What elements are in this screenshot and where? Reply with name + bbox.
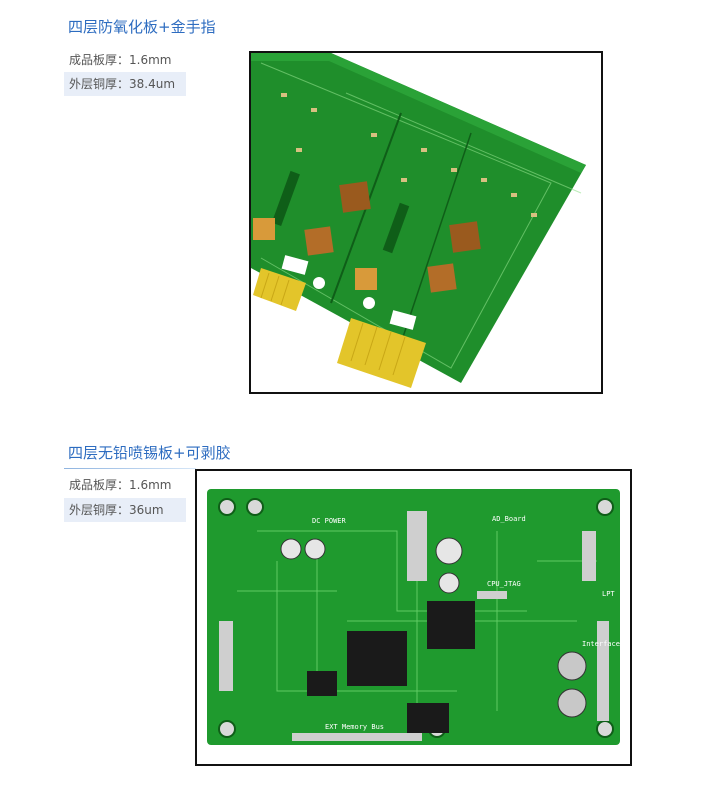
spec-label: 成品板厚： — [69, 53, 130, 67]
pcb-hasl-board-photo-icon: DC POWER CPU_JTAG AD_Board EXT Memory Bu… — [197, 471, 630, 764]
silk-interface: Interface — [582, 640, 620, 648]
spec-copper-thickness: 外层铜厚：36um — [64, 498, 186, 522]
spec-value: 36um — [129, 503, 164, 517]
section-title: 四层无铅喷锡板+可剥胶 — [68, 444, 231, 462]
silk-ad-board: AD_Board — [492, 515, 526, 523]
silk-lpt: LPT — [602, 590, 615, 598]
spec-value: 1.6mm — [129, 53, 172, 67]
spec-copper-thickness: 外层铜厚：38.4um — [64, 72, 186, 96]
spec-board-thickness: 成品板厚：1.6mm — [64, 473, 186, 497]
silk-dc-power: DC POWER — [312, 517, 347, 525]
pcb-gold-finger-photo-icon — [251, 53, 601, 392]
silk-cpu-jtag: CPU_JTAG — [487, 580, 521, 588]
pcb-photo: DC POWER CPU_JTAG AD_Board EXT Memory Bu… — [195, 469, 632, 766]
silk-memory-bus: EXT Memory Bus — [325, 723, 384, 731]
section-title: 四层防氧化板+金手指 — [68, 18, 216, 36]
title-underline — [64, 468, 196, 469]
spec-label: 外层铜厚： — [69, 503, 130, 517]
spec-label: 成品板厚： — [69, 478, 130, 492]
product-section-1: 四层防氧化板+金手指 成品板厚：1.6mm 外层铜厚：38.4um — [64, 18, 603, 394]
product-section-2: 四层无铅喷锡板+可剥胶 成品板厚：1.6mm 外层铜厚：36um — [0, 420, 703, 800]
spec-label: 外层铜厚： — [69, 77, 130, 91]
spec-value: 38.4um — [129, 77, 176, 91]
spec-value: 1.6mm — [129, 478, 172, 492]
pcb-photo — [249, 51, 603, 394]
spec-board-thickness: 成品板厚：1.6mm — [64, 48, 186, 72]
